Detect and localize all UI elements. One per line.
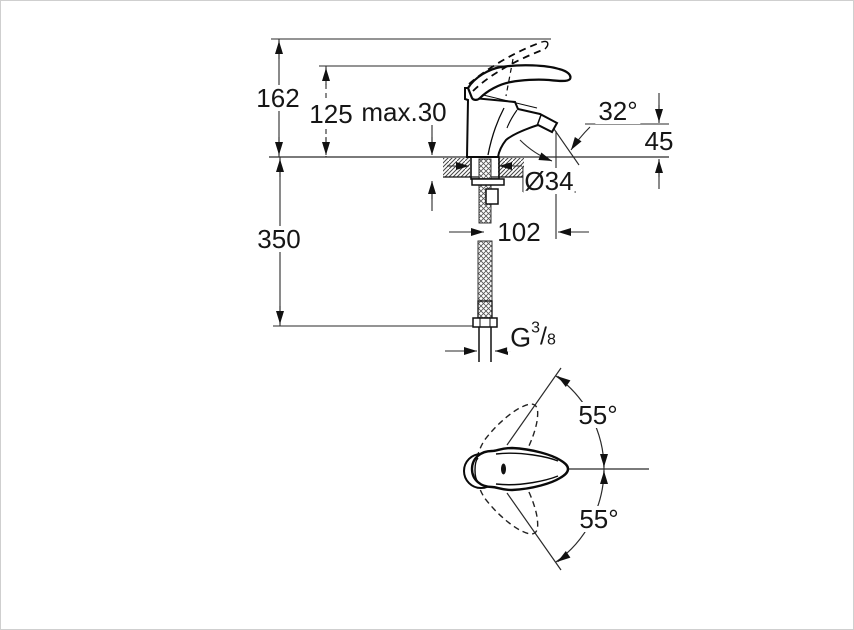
lever-rotated-dashed [471, 403, 539, 535]
dim-swing-upper: 55° [575, 402, 621, 428]
faucet-mounting-parts [470, 156, 505, 362]
body-outline [464, 87, 559, 158]
dim-swing-lower: 55° [576, 506, 622, 532]
dim-spout-angle: 32° [595, 98, 641, 124]
thread-numerator: 3 [531, 319, 541, 337]
dim-deck-thickness: max.30 [358, 99, 450, 125]
faucet-body-side-view [464, 40, 572, 158]
hose-collar [477, 300, 493, 319]
extension-lines [269, 38, 669, 327]
hose-nut [472, 317, 498, 328]
dim-overall-height: 162 [253, 85, 303, 111]
dim-lever-height: 125 [306, 101, 356, 127]
fixing-washer [471, 178, 505, 186]
dim-spout-reach: 102 [494, 219, 544, 245]
thread-denominator: 8 [546, 331, 556, 349]
lever-raised-dashed [468, 40, 549, 92]
dim-hole-diameter: Ø34 [523, 166, 575, 196]
aerator [536, 114, 542, 127]
dim-hose-length: 350 [254, 226, 304, 252]
hose-connector [485, 188, 499, 205]
dim-thread-size: G 3 / 8 [507, 320, 559, 353]
thread-slash: / [540, 322, 547, 351]
lever-detent-mark [501, 463, 506, 475]
dim-outlet-height: 45 [641, 128, 677, 154]
lever-handle-plan [470, 446, 570, 492]
thread-prefix: G [510, 322, 532, 353]
flexible-hose [477, 240, 493, 304]
plan-view-lever-swing [463, 367, 649, 571]
